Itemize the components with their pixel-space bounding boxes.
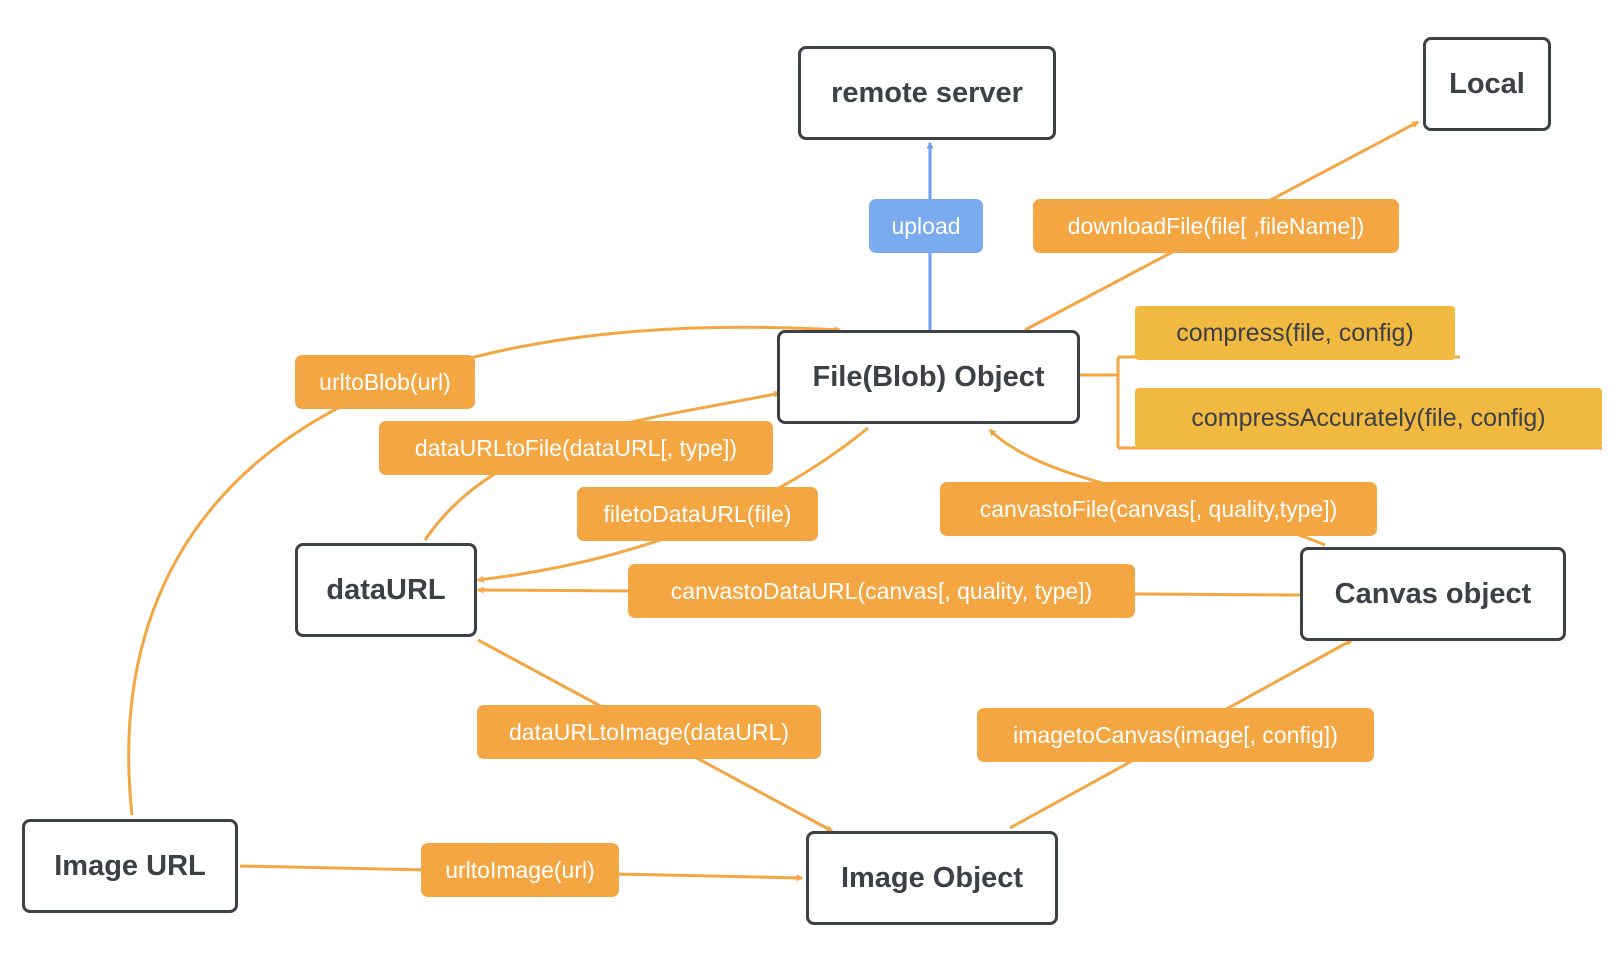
label-upload: upload: [869, 199, 983, 253]
edge-url-to-blob: [127, 325, 842, 816]
label-compress: compress(file, config): [1135, 306, 1455, 360]
node-local: Local: [1423, 37, 1551, 131]
label-data-url-to-image: dataURLtoImage(dataURL): [477, 705, 821, 759]
label-download-file: downloadFile(file[ ,fileName]): [1033, 199, 1399, 253]
node-canvas-object: Canvas object: [1300, 547, 1566, 641]
label-url-to-blob: urltoBlob(url): [295, 355, 475, 409]
node-file-blob-object: File(Blob) Object: [777, 330, 1080, 424]
node-data-url: dataURL: [295, 543, 477, 637]
label-data-url-to-file: dataURLtoFile(dataURL[, type]): [379, 421, 773, 475]
label-canvas-to-file: canvastoFile(canvas[, quality,type]): [940, 482, 1377, 536]
node-remote-server: remote server: [798, 46, 1056, 140]
label-canvas-to-data-url: canvastoDataURL(canvas[, quality, type]): [628, 564, 1135, 618]
label-image-to-canvas: imagetoCanvas(image[, config]): [977, 708, 1374, 762]
node-image-url: Image URL: [22, 819, 238, 913]
label-compress-accurately: compressAccurately(file, config): [1135, 388, 1602, 448]
node-image-object: Image Object: [806, 831, 1058, 925]
label-url-to-image: urltoImage(url): [421, 843, 619, 897]
label-file-to-data-url: filetoDataURL(file): [577, 487, 818, 541]
compress-bracket: [1080, 355, 1602, 450]
